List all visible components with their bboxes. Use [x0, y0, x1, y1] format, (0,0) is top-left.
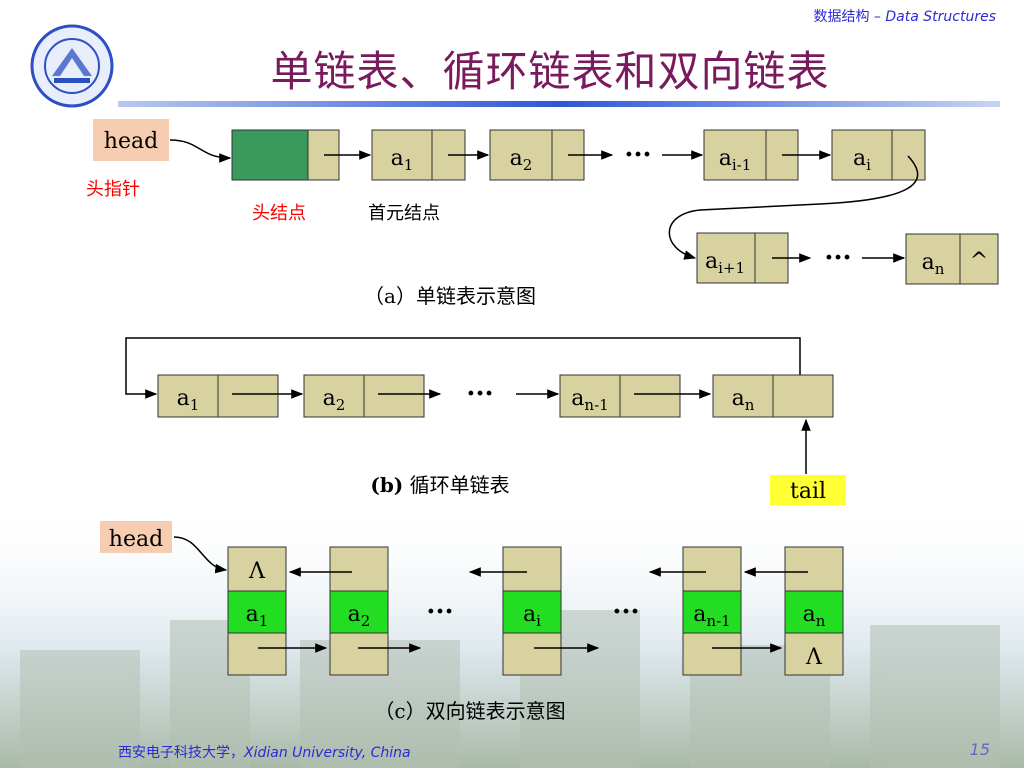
node-label: ai [853, 146, 871, 174]
node-c-a1: Λ a1 [227, 546, 287, 676]
page-number: 15 [969, 740, 990, 759]
caption-a: （a）单链表示意图 [364, 284, 536, 308]
node-label: an-1 [693, 602, 730, 630]
head-label-box [93, 119, 169, 161]
node-label: an [803, 602, 826, 630]
singly-linked-list: head 头指针 头结点 首元结点 a1 a2 ··· ai-1 [86, 119, 999, 308]
node-label: an-1 [571, 386, 608, 414]
node-a-n: an ^ [905, 233, 999, 285]
node-b-a-n-minus-1: an-1 [559, 374, 681, 418]
head-node-label: 头结点 [252, 203, 306, 224]
ellipsis: ··· [612, 597, 639, 627]
null-pointer: Λ [248, 559, 266, 584]
doubly-linked-list: head Λ a1 a2 ai an-1 [100, 521, 844, 723]
caption-b: (b) 循环单链表 [370, 473, 509, 497]
node-label: a2 [323, 386, 346, 414]
node-c-a-n-minus-1: an-1 [682, 546, 742, 676]
node-label: an [922, 250, 945, 278]
node-label: ai+1 [705, 249, 745, 277]
footer-university: 西安电子科技大学，Xidian University, China [118, 745, 411, 761]
caption-c: （c）双向链表示意图 [374, 699, 565, 723]
circular-back-arrow [125, 337, 801, 399]
ellipsis: ··· [824, 243, 851, 273]
head-pointer-arrow [173, 536, 228, 574]
ellipsis: ··· [426, 597, 453, 627]
node-b-a-n: an [712, 374, 834, 418]
course-name: 数据结构 – Data Structures [813, 9, 996, 25]
slide-title: 单链表、循环链表和双向链表 [270, 47, 830, 96]
wrap-arrow [668, 155, 919, 260]
head-label-box [100, 521, 172, 553]
head-label: head [104, 129, 158, 154]
node-label: an [732, 386, 755, 414]
node-a-i-minus-1: ai-1 [703, 129, 799, 181]
head-node-data [231, 129, 309, 181]
ellipsis: ··· [624, 140, 651, 170]
node-a1: a1 [371, 129, 466, 181]
node-label: a1 [177, 386, 200, 414]
circular-linked-list: a1 a2 ··· an-1 an tail (b) 循环单链表 [125, 337, 846, 505]
tail-label-box [770, 475, 846, 505]
node-label: a1 [391, 146, 414, 174]
ellipsis: ··· [466, 379, 493, 409]
node-c-a-i: ai [502, 546, 562, 676]
node-c-a-n: an Λ [784, 546, 844, 676]
node-b-a1: a1 [157, 374, 279, 418]
node-b-a2: a2 [303, 374, 425, 418]
node-label: a1 [246, 602, 269, 630]
node-label: ai [523, 602, 541, 630]
university-seal-icon [30, 24, 114, 108]
null-pointer: ^ [970, 249, 988, 274]
node-label: a2 [510, 146, 533, 174]
head-pointer-label: 头指针 [86, 179, 140, 200]
node-c-a2: a2 [329, 546, 389, 676]
head-label: head [109, 527, 163, 552]
title-underline [118, 101, 1000, 107]
tail-label: tail [790, 479, 826, 504]
head-pointer-arrow [169, 139, 232, 163]
first-node-label: 首元结点 [368, 203, 440, 224]
node-a-i: ai [831, 129, 926, 181]
node-label: a2 [348, 602, 371, 630]
null-pointer: Λ [805, 645, 823, 670]
node-label: ai-1 [719, 146, 752, 174]
